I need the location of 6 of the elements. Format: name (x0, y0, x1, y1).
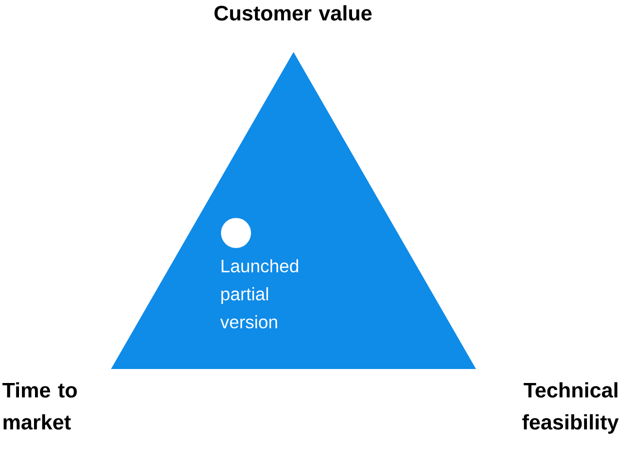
triangle (111, 52, 476, 369)
vertex-label: Customer value (214, 5, 372, 21)
vertex-label: Technical feasibility (522, 382, 619, 434)
node-caption: Launched partial version (220, 259, 298, 328)
vertex-label: Time to market (2, 382, 77, 430)
dot (221, 218, 251, 248)
